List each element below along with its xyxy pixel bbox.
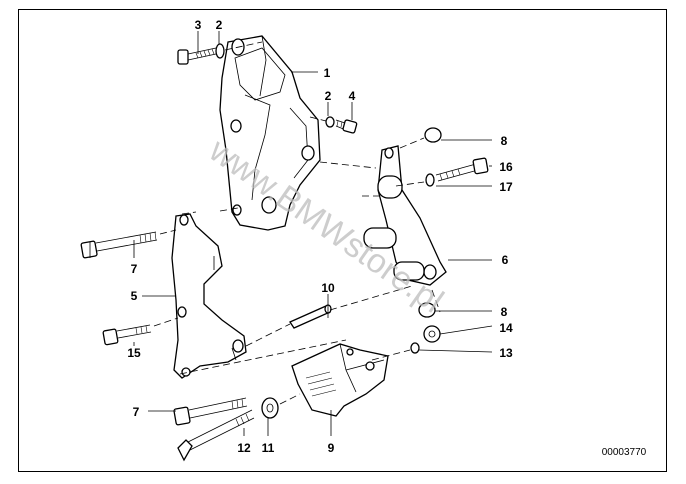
spacer-10 — [289, 304, 332, 329]
callout-11: 11 — [262, 441, 275, 455]
document-number: 00003770 — [602, 447, 647, 458]
callout-16: 16 — [499, 160, 513, 174]
nut-8-upper — [399, 127, 442, 149]
washer-2-upper — [215, 43, 225, 59]
bolt-3 — [177, 47, 217, 65]
diagram-frame — [18, 9, 667, 472]
callout-5: 5 — [131, 289, 138, 303]
washer-17 — [425, 173, 435, 187]
callout-7-upper: 7 — [131, 262, 138, 276]
leader-lines — [89, 31, 493, 436]
nut-14 — [423, 325, 441, 343]
callouts: 3 2 1 2 4 8 16 17 6 7 5 10 8 14 13 15 7 … — [127, 18, 513, 455]
callout-14: 14 — [499, 321, 513, 335]
bolt-7-upper — [80, 231, 158, 259]
callout-10: 10 — [321, 281, 335, 295]
lower-bracket-9 — [291, 343, 389, 417]
callout-15: 15 — [127, 346, 141, 360]
bolt-16 — [435, 157, 489, 182]
nut-11 — [261, 397, 279, 419]
callout-8-lower: 8 — [501, 305, 508, 319]
callout-6: 6 — [502, 253, 509, 267]
washer-13 — [410, 342, 420, 354]
callout-17: 17 — [499, 180, 513, 194]
callout-3: 3 — [195, 18, 202, 32]
left-bracket — [171, 213, 247, 379]
bolt-7-lower — [173, 397, 248, 426]
callout-2-upper: 2 — [216, 18, 223, 32]
callout-1: 1 — [324, 66, 331, 80]
callout-4: 4 — [349, 89, 356, 103]
bolt-4 — [335, 119, 358, 134]
bolt-12 — [177, 409, 255, 462]
callout-12: 12 — [237, 441, 251, 455]
callout-8-upper: 8 — [501, 134, 508, 148]
callout-7-lower: 7 — [133, 405, 140, 419]
callout-9: 9 — [328, 441, 335, 455]
right-bracket — [363, 145, 447, 286]
bolt-15 — [102, 324, 152, 346]
washer-2-lower — [325, 116, 335, 128]
callout-13: 13 — [499, 346, 513, 360]
callout-2-lower: 2 — [325, 89, 332, 103]
nut-8-lower — [418, 302, 436, 318]
main-bracket — [219, 35, 321, 231]
